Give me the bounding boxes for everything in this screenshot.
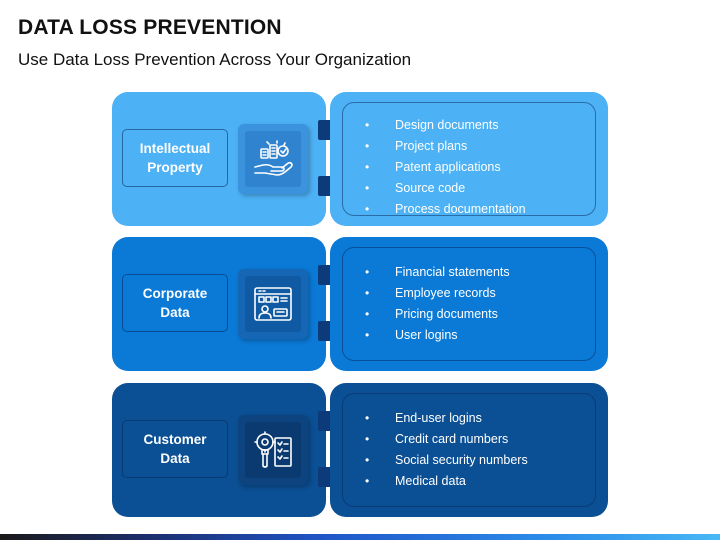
category-label: Corporate Data bbox=[122, 274, 228, 332]
list-item: User logins bbox=[365, 325, 510, 346]
row-corporate-data: Corporate Data bbox=[112, 237, 608, 371]
magnifier-checklist-icon bbox=[254, 431, 292, 468]
hand-with-ideas-icon bbox=[254, 140, 293, 176]
category-label-line2: Data bbox=[160, 305, 190, 320]
page-subtitle: Use Data Loss Prevention Across Your Org… bbox=[18, 50, 412, 69]
category-label: Intellectual Property bbox=[122, 129, 228, 187]
category-panel: Intellectual Property bbox=[112, 92, 326, 226]
list-item: Project plans bbox=[365, 136, 526, 157]
list-item: Pricing documents bbox=[365, 304, 510, 325]
row-customer-data: Customer Data bbox=[112, 383, 608, 517]
category-label-line2: Property bbox=[147, 160, 203, 175]
business-dashboard-icon bbox=[254, 287, 292, 321]
details-panel: Design documents Project plans Patent ap… bbox=[330, 92, 608, 226]
list-item: Financial statements bbox=[365, 262, 510, 283]
category-label-line1: Customer bbox=[143, 432, 207, 447]
list-item: Patent applications bbox=[365, 157, 526, 178]
list-item: Social security numbers bbox=[365, 450, 528, 471]
bottom-accent-bar bbox=[0, 534, 720, 540]
details-list-box: Financial statements Employee records Pr… bbox=[342, 247, 596, 361]
list-item: End-user logins bbox=[365, 408, 528, 429]
details-list: End-user logins Credit card numbers Soci… bbox=[365, 408, 528, 492]
details-list: Design documents Project plans Patent ap… bbox=[365, 115, 526, 220]
list-item: Employee records bbox=[365, 283, 510, 304]
list-item: Design documents bbox=[365, 115, 526, 136]
icon-tile bbox=[238, 124, 308, 194]
category-panel: Customer Data bbox=[112, 383, 326, 517]
details-list: Financial statements Employee records Pr… bbox=[365, 262, 510, 346]
row-intellectual-property: Intellectual Property bbox=[112, 92, 608, 226]
list-item: Credit card numbers bbox=[365, 429, 528, 450]
category-panel: Corporate Data bbox=[112, 237, 326, 371]
list-item: Source code bbox=[365, 178, 526, 199]
details-panel: Financial statements Employee records Pr… bbox=[330, 237, 608, 371]
list-item: Medical data bbox=[365, 471, 528, 492]
details-list-box: Design documents Project plans Patent ap… bbox=[342, 102, 596, 220]
icon-tile bbox=[238, 269, 308, 339]
category-label-line2: Data bbox=[160, 451, 190, 466]
details-list-box: End-user logins Credit card numbers Soci… bbox=[342, 393, 596, 507]
icon-tile bbox=[238, 415, 308, 485]
category-label-line1: Corporate bbox=[142, 286, 208, 301]
category-label-line1: Intellectual bbox=[139, 141, 211, 156]
category-label: Customer Data bbox=[122, 420, 228, 478]
page-title: DATA LOSS PREVENTION bbox=[18, 16, 282, 39]
details-panel: End-user logins Credit card numbers Soci… bbox=[330, 383, 608, 517]
list-item: Process documentation bbox=[365, 199, 526, 220]
